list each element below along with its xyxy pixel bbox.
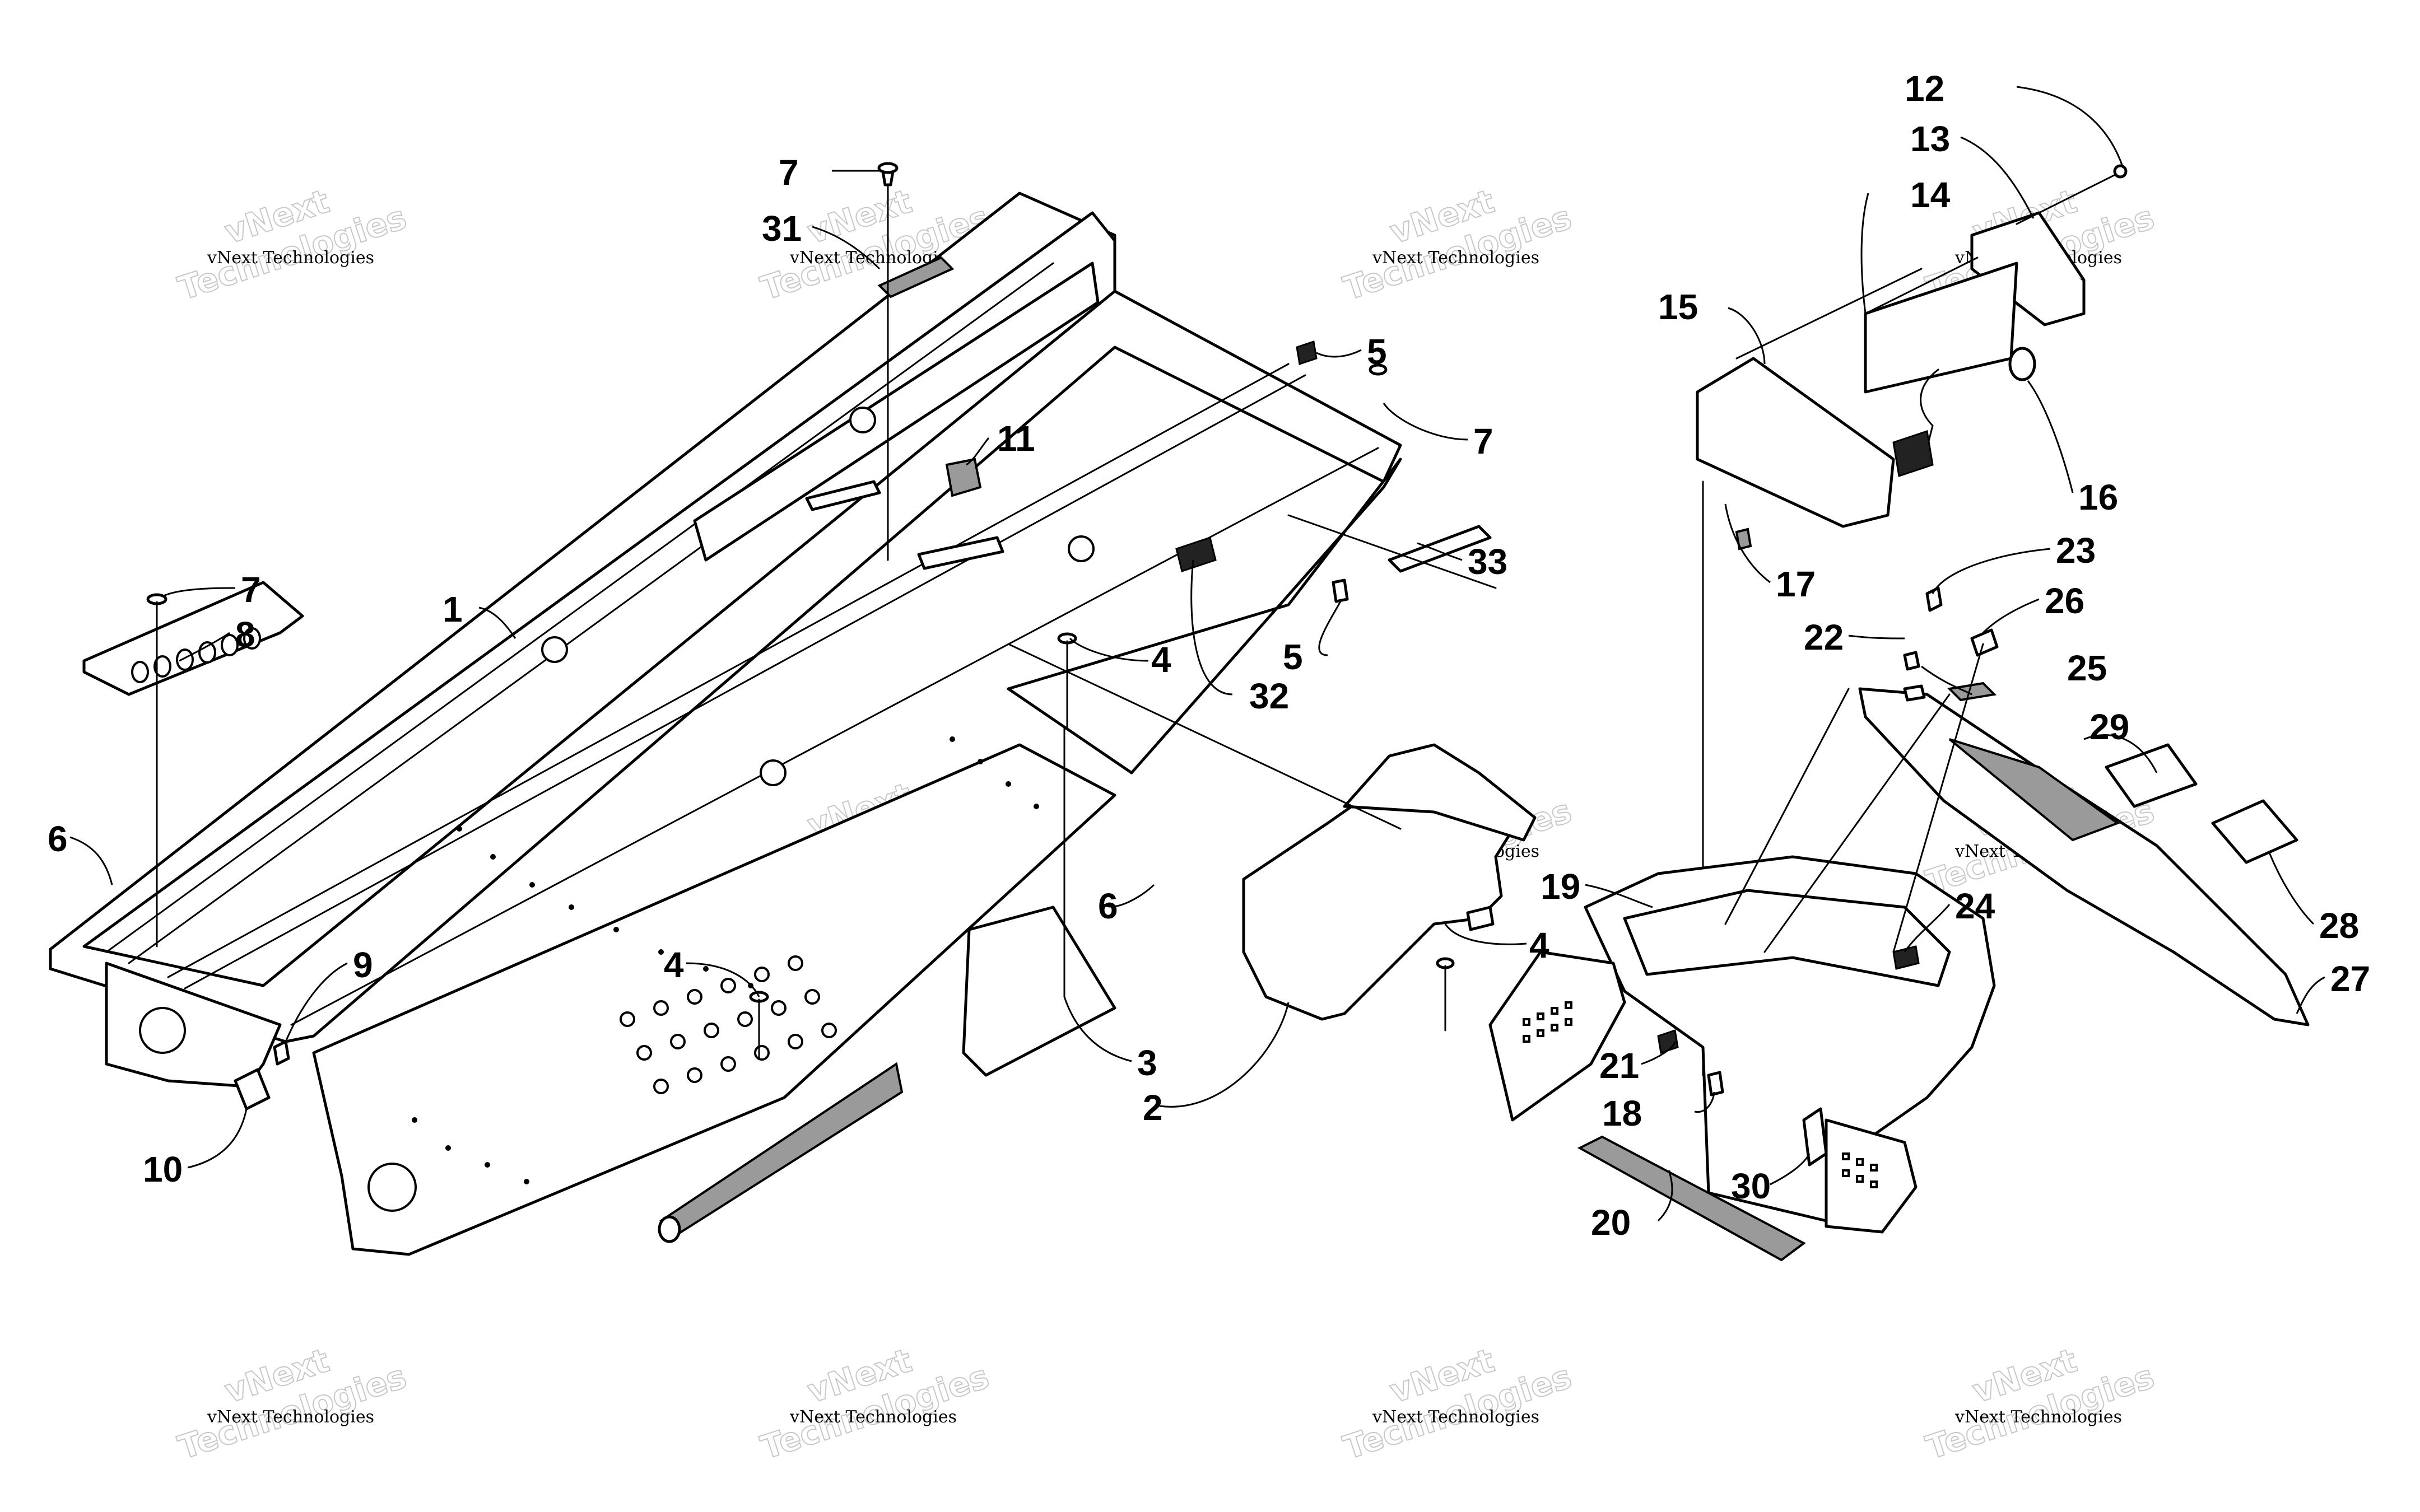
dimple-grid	[620, 955, 837, 1094]
square-clip	[945, 458, 982, 497]
leader-lines	[69, 86, 2325, 1222]
tail-light-assembly	[1696, 164, 2128, 1076]
watermark-small-3: vNext Technologies	[1372, 248, 1539, 268]
plate-25	[1947, 682, 1997, 702]
step-grid	[1523, 1001, 1878, 1188]
callout-30: 30	[1731, 1166, 1771, 1206]
callout-12: 12	[1905, 68, 1944, 109]
rivet-dots	[412, 736, 1039, 1184]
callout-31: 31	[762, 208, 802, 249]
wear-strip-20	[1577, 1135, 1806, 1262]
callout-11: 11	[997, 418, 1035, 459]
assembly-lines	[1007, 256, 1984, 998]
callout-9: 9	[353, 945, 373, 985]
vent-bracket	[82, 581, 304, 696]
callout-4b: 4	[664, 945, 684, 985]
callout-7c: 7	[241, 570, 261, 610]
housing-15	[1696, 357, 1895, 528]
callout-29: 29	[2089, 707, 2129, 747]
watermark-small-10: vNext Technologies	[789, 1407, 957, 1427]
decal-28	[2211, 799, 2298, 864]
callout-33: 33	[1468, 542, 1507, 582]
callout-25: 25	[2067, 648, 2107, 688]
clip-10	[234, 1068, 271, 1110]
callout-18: 18	[1602, 1093, 1642, 1133]
callout-27: 27	[2330, 959, 2370, 999]
callout-2: 2	[1143, 1088, 1163, 1128]
callout-15: 15	[1658, 287, 1698, 327]
step-right	[1825, 1118, 1918, 1234]
callout-20: 20	[1591, 1202, 1631, 1243]
callout-7a: 7	[779, 152, 799, 193]
callout-4a: 4	[1151, 640, 1171, 680]
top-bracket	[877, 256, 955, 298]
watermark-small-12: vNext Technologies	[1954, 1407, 2122, 1427]
callout-22: 22	[1804, 617, 1844, 657]
handle-30	[1802, 1107, 1828, 1166]
callout-28: 28	[2319, 906, 2359, 946]
step-left	[1488, 950, 1626, 1122]
callout-23: 23	[2056, 530, 2096, 571]
callout-4c: 4	[1529, 925, 1549, 965]
callout-6a: 6	[48, 819, 68, 859]
callout-16: 16	[2078, 477, 2118, 517]
watermark-small-9: vNext Technologies	[207, 1407, 374, 1427]
callout-5b: 5	[1283, 637, 1303, 677]
callout-6b: 6	[1098, 886, 1118, 926]
rear-bumper-assembly	[1488, 682, 2310, 1262]
snowflap-27	[1858, 687, 2310, 1026]
callout-1: 1	[443, 589, 463, 629]
tunnel-assembly	[49, 192, 1402, 1256]
logo-32	[1175, 536, 1217, 572]
decal-29	[2105, 743, 2198, 808]
callout-labels: 1 2 3 4 4 4 5 5 6 6 7 7 7 8 9 10 11 12 1…	[48, 68, 2370, 1243]
callout-32: 32	[1249, 676, 1289, 716]
watermark-small-11: vNext Technologies	[1372, 1407, 1539, 1427]
callout-7b: 7	[1473, 421, 1493, 461]
callout-10: 10	[143, 1149, 183, 1189]
callout-24: 24	[1955, 886, 1995, 926]
callout-14: 14	[1910, 175, 1951, 215]
callout-17: 17	[1776, 564, 1816, 604]
callout-21: 21	[1599, 1046, 1639, 1086]
callout-5a: 5	[1367, 332, 1387, 372]
callout-19: 19	[1541, 866, 1580, 907]
watermark-small-1: vNext Technologies	[207, 248, 374, 268]
callout-26: 26	[2045, 581, 2084, 621]
fasteners	[146, 162, 1999, 1096]
callout-3: 3	[1137, 1043, 1157, 1083]
callout-8: 8	[235, 614, 255, 655]
rear-bracket	[962, 906, 1116, 1077]
flap-upper	[1343, 743, 1537, 842]
callout-13: 13	[1910, 119, 1950, 159]
vent-holes	[131, 627, 261, 683]
